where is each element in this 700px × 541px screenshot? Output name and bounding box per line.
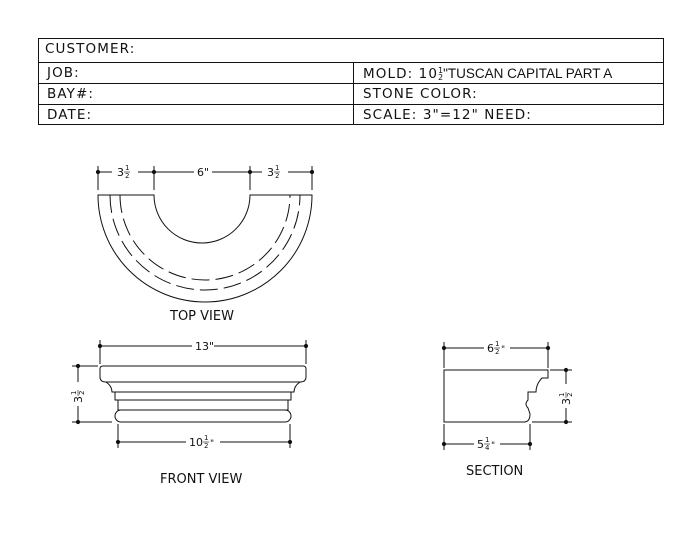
- mold-value-numerator: 1: [438, 66, 444, 75]
- section-dim-bottom-whole: 5: [477, 438, 484, 451]
- top-view-dim-dot-4: [309, 169, 315, 175]
- top-view-dim-dot-1: [95, 169, 101, 175]
- customer-label: CUSTOMER:: [45, 41, 136, 57]
- section-dim-bottom: 5 1 4 ": [474, 436, 500, 452]
- front-view-dim-top-text: 13": [195, 340, 214, 353]
- top-view-dim-right-den: 2: [275, 172, 279, 180]
- svg-text:": ": [210, 439, 214, 449]
- section-profile: [443, 369, 549, 423]
- mold-value-rest: "TUSCAN CAPITAL PART A: [443, 66, 613, 81]
- front-view-dim-height-whole: 3: [72, 396, 85, 403]
- section-dim-bottom-den: 4: [485, 444, 490, 452]
- front-view-dim-height-num: 1: [70, 391, 78, 395]
- front-view-astragal: [114, 409, 292, 423]
- section-dim-height-whole: 3: [560, 398, 573, 405]
- section-dim-height-num: 1: [558, 393, 566, 397]
- date-row: DATE: SCALE: 3"=12" NEED:: [39, 104, 663, 125]
- section-dim-bottom-num: 1: [485, 436, 489, 444]
- front-view-abacus: [99, 365, 307, 383]
- bay-label: BAY#:: [47, 86, 95, 102]
- top-view-dim-left-den: 2: [125, 172, 129, 180]
- front-view-neck: [114, 391, 292, 401]
- top-view-hidden-line-inner: [109, 194, 301, 291]
- top-view: [95, 166, 315, 303]
- column-divider: [353, 62, 354, 125]
- front-view-dim-bottom-den: 2: [204, 442, 208, 450]
- top-view-dim-left: 3 1 2: [112, 164, 138, 180]
- customer-row: CUSTOMER:: [39, 39, 663, 62]
- top-view-dim-center-text: 6": [197, 166, 209, 179]
- bay-row: BAY#: STONE COLOR:: [39, 83, 663, 104]
- section-dim-top: 6 1 2 ": [484, 340, 510, 356]
- top-view-dim-right-whole: 3: [267, 166, 274, 179]
- stone-color-label: STONE COLOR:: [363, 86, 478, 102]
- front-view-fillet: [117, 399, 289, 411]
- top-view-dim-dot-2: [151, 169, 157, 175]
- front-view: [72, 340, 309, 448]
- section-dim-top-whole: 6: [487, 342, 494, 355]
- top-view-outline: [97, 194, 313, 303]
- svg-text:": ": [501, 345, 505, 355]
- front-view-dim-height-den: 2: [78, 391, 86, 395]
- top-view-hidden-line-outer: [119, 194, 291, 281]
- front-view-dim-bottom-num: 1: [204, 434, 208, 442]
- section-dim-height-den: 2: [566, 393, 574, 397]
- svg-text:": ": [491, 441, 495, 451]
- front-view-dim-bottom: 10 1 2 ": [186, 434, 220, 450]
- front-view-echinus: [105, 381, 301, 393]
- mold-value-whole: 10: [418, 66, 439, 82]
- front-view-dim-height: 3 1 2: [70, 382, 86, 406]
- mold-value-denominator: 2: [438, 73, 444, 82]
- top-view-dim-dot-3: [247, 169, 253, 175]
- front-view-caption: FRONT VIEW: [160, 472, 242, 487]
- mold-label: MOLD:: [363, 66, 414, 82]
- job-label: JOB:: [47, 65, 80, 81]
- section-caption: SECTION: [466, 464, 523, 479]
- section-view: [441, 342, 572, 450]
- section-dim-height: 3 1 2: [558, 384, 574, 408]
- front-view-dim-top: 13": [192, 339, 214, 353]
- front-view-dim-bottom-whole: 10: [189, 436, 203, 449]
- top-view-dim-right: 3 1 2: [262, 164, 288, 180]
- section-dim-top-num: 1: [495, 340, 499, 348]
- section-dim-top-den: 2: [495, 348, 499, 356]
- top-view-dim-left-num: 1: [125, 164, 129, 172]
- top-view-dim-right-num: 1: [275, 164, 279, 172]
- top-view-caption: TOP VIEW: [169, 309, 234, 324]
- scale-label: SCALE: 3"=12" NEED:: [363, 107, 532, 123]
- top-view-dim-left-whole: 3: [117, 166, 124, 179]
- top-view-dim-center: 6": [194, 164, 212, 179]
- date-label: DATE:: [47, 107, 93, 123]
